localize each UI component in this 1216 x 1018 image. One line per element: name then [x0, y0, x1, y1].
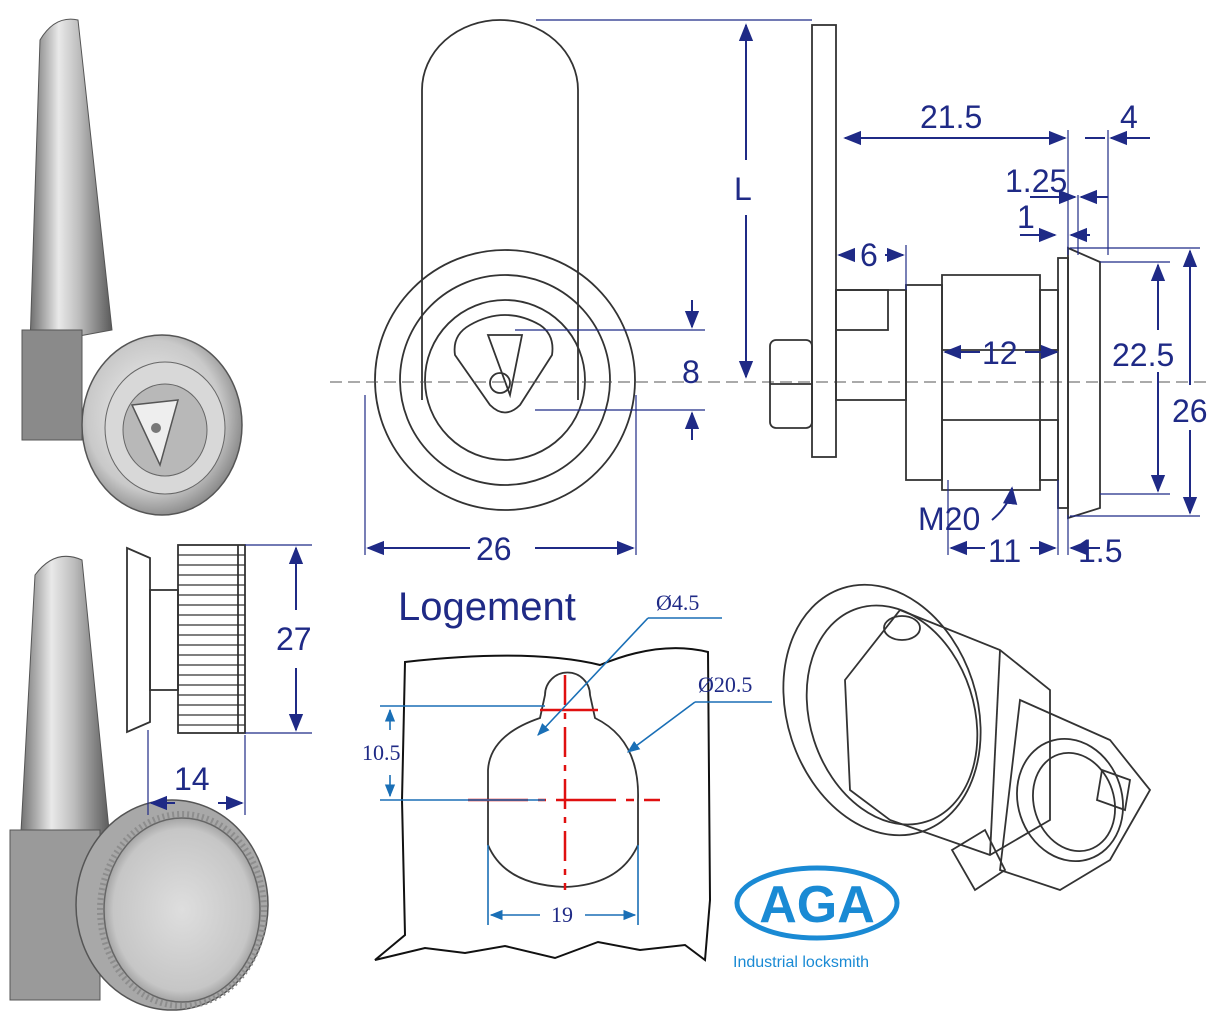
aga-logo: AGA Industrial locksmith — [733, 865, 900, 971]
dim-triangle-height: 8 — [515, 300, 705, 440]
label-lip: 1 — [1017, 199, 1035, 235]
label-body-length: 21.5 — [920, 99, 982, 135]
knob-side-view — [126, 544, 246, 734]
dim-body-length: 21.5 4 — [843, 99, 1150, 255]
product-photo-knob-lock — [9, 555, 269, 1011]
dim-knob-dia: 27 — [245, 544, 312, 734]
isometric-lock-view — [782, 583, 1152, 892]
brand-tagline: Industrial locksmith — [733, 954, 869, 971]
label-knob-dia: 27 — [276, 621, 312, 657]
label-flange-dia: 26 — [1172, 393, 1208, 429]
dim-thread: M20 — [918, 486, 1018, 537]
label-stem: 6 — [860, 237, 878, 273]
side-view — [769, 24, 1101, 520]
label-offset: 10.5 — [362, 740, 401, 765]
label-nut-flat: 12 — [982, 335, 1018, 371]
dim-front-width: 26 — [364, 395, 637, 567]
dim-thread-length: 11 1.5 — [947, 480, 1122, 569]
label-thread-length: 11 — [988, 533, 1021, 569]
label-triangle-height: 8 — [682, 354, 700, 390]
aga-logo-ring — [734, 865, 900, 941]
label-length-L: L — [734, 171, 752, 207]
logement-title: Logement — [398, 585, 576, 629]
product-photo-triangle-lock — [21, 18, 243, 516]
label-bore-dia: Ø20.5 — [698, 672, 752, 697]
dim-nut-flat: 12 — [943, 335, 1059, 371]
dim-length-L: L — [536, 19, 812, 379]
label-flange-thickness: 4 — [1120, 99, 1138, 135]
aga-logo-text: AGA — [759, 876, 875, 934]
dim-stem: 6 — [837, 237, 907, 290]
dim-lip: 1 — [1017, 199, 1090, 243]
label-rim: 1.5 — [1078, 533, 1122, 569]
label-flat-width: 19 — [551, 902, 573, 927]
label-flange-step: 1.25 — [1005, 163, 1067, 199]
dim-flange-step: 1.25 — [1005, 163, 1108, 255]
label-knob-length: 14 — [174, 761, 210, 797]
dim-flange-dia: 26 — [1070, 247, 1208, 517]
label-front-width: 26 — [476, 531, 512, 567]
label-pin-dia: Ø4.5 — [656, 590, 699, 615]
front-view — [330, 19, 1210, 511]
label-thread: M20 — [918, 501, 980, 537]
label-body-dia: 22.5 — [1112, 337, 1174, 373]
dim-knob-length: 14 — [147, 730, 246, 815]
dim-body-dia: 22.5 — [1100, 261, 1174, 495]
logement-cutout: Logement 10.5 19 Ø4.5 Ø20.5 — [362, 585, 772, 962]
